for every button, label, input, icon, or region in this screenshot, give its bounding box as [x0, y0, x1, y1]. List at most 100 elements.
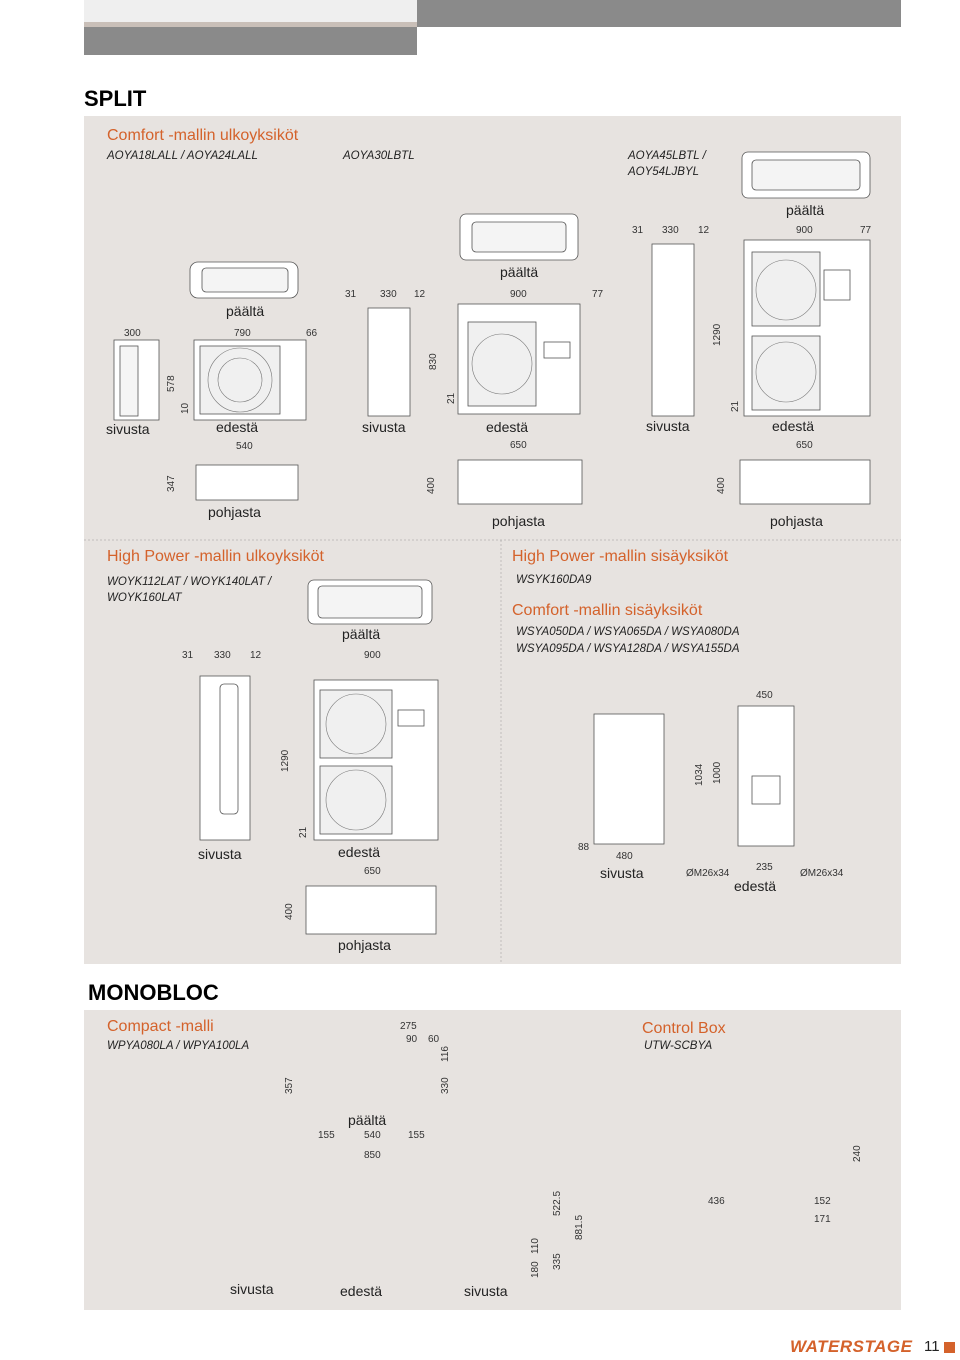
- hp-bottom-label: pohjasta: [338, 937, 391, 953]
- a-d790: 790: [234, 328, 251, 339]
- hp-d400: 400: [284, 903, 295, 920]
- hp-d330: 330: [214, 650, 231, 661]
- hp-d1290: 1290: [280, 749, 291, 772]
- b-d12: 12: [414, 289, 426, 300]
- b-d31: 31: [345, 289, 357, 300]
- model-b: AOYA30LBTL: [343, 150, 415, 162]
- a-bottom-label: pohjasta: [208, 504, 261, 520]
- m-top-label: päältä: [348, 1112, 387, 1128]
- m-d522: 522.5: [552, 1190, 563, 1216]
- m-d330: 330: [440, 1077, 451, 1094]
- page-marker: [944, 1342, 955, 1353]
- c-d31: 31: [632, 225, 644, 236]
- m-d357: 357: [284, 1077, 295, 1094]
- cb-d171: 171: [814, 1214, 831, 1225]
- compact-model: WPYA080LA / WPYA100LA: [107, 1040, 250, 1052]
- c-front-label: edestä: [772, 418, 815, 434]
- hp-d650: 650: [364, 866, 381, 877]
- section-title-split: SPLIT: [84, 86, 147, 111]
- m-d155b: 155: [408, 1130, 425, 1141]
- c-d900: 900: [796, 225, 813, 236]
- b-front-label: edestä: [486, 419, 529, 435]
- control-box-heading: Control Box: [642, 1020, 726, 1037]
- c-d77: 77: [860, 225, 872, 236]
- model-c1: AOYA45LBTL /: [628, 150, 706, 162]
- a-d10: 10: [180, 402, 191, 414]
- cb-d152: 152: [814, 1196, 831, 1207]
- m-d850: 850: [364, 1150, 381, 1161]
- m-front-label: edestä: [340, 1283, 383, 1299]
- a-d578: 578: [166, 375, 177, 392]
- b-d330: 330: [380, 289, 397, 300]
- hp-indoor-heading: High Power -mallin sisäyksiköt: [512, 548, 729, 565]
- hp-d21: 21: [298, 826, 309, 838]
- c-d21: 21: [730, 400, 741, 412]
- hp-front-label: edestä: [338, 844, 381, 860]
- a-d300: 300: [124, 328, 141, 339]
- b-d21: 21: [446, 392, 457, 404]
- in-front-label: edestä: [734, 878, 777, 894]
- page-number: 11: [924, 1338, 940, 1355]
- b-d900: 900: [510, 289, 527, 300]
- a-d66: 66: [306, 328, 318, 339]
- in-d1000: 1000: [712, 761, 723, 784]
- m-d180: 180: [530, 1261, 541, 1278]
- pipe-left: ØM26x34: [686, 868, 730, 879]
- comfort-indoor-model2: WSYA095DA / WSYA128DA / WSYA155DA: [516, 643, 740, 655]
- in-d235: 235: [756, 862, 773, 873]
- comfort-indoor-heading: Comfort -mallin sisäyksiköt: [512, 602, 703, 619]
- hp-top-label: päältä: [342, 626, 381, 642]
- m-d540: 540: [364, 1130, 381, 1141]
- model-c2: AOY54LJBYL: [628, 166, 699, 178]
- m-d881: 881.5: [574, 1214, 585, 1240]
- section-title-monobloc: MONOBLOC: [88, 980, 219, 1005]
- b-side-label: sivusta: [362, 419, 406, 435]
- in-d450: 450: [756, 690, 773, 701]
- hp-outdoor-heading: High Power -mallin ulkoyksiköt: [107, 548, 324, 565]
- cb-d240: 240: [852, 1145, 863, 1162]
- m-d60: 60: [428, 1034, 440, 1045]
- c-d330: 330: [662, 225, 679, 236]
- control-box-model: UTW-SCBYA: [644, 1040, 713, 1052]
- hp-side-label: sivusta: [198, 846, 242, 862]
- header-tab: [84, 0, 417, 55]
- hp-d12: 12: [250, 650, 262, 661]
- compact-heading: Compact -malli: [107, 1018, 214, 1035]
- c-d650: 650: [796, 440, 813, 451]
- m-d275: 275: [400, 1021, 417, 1032]
- b-d650: 650: [510, 440, 527, 451]
- c-d400: 400: [716, 477, 727, 494]
- b-d400: 400: [426, 477, 437, 494]
- c-d1290: 1290: [712, 323, 723, 346]
- b-bottom-label: pohjasta: [492, 513, 545, 529]
- in-d1034: 1034: [694, 763, 705, 786]
- b-d830: 830: [428, 353, 439, 370]
- m-d110: 110: [530, 1238, 541, 1254]
- header-bar: [417, 0, 901, 27]
- m-d90: 90: [406, 1034, 418, 1045]
- b-d77: 77: [592, 289, 604, 300]
- a-d540: 540: [236, 441, 253, 452]
- in-d480: 480: [616, 851, 633, 862]
- c-d12: 12: [698, 225, 710, 236]
- monobloc-panel: [84, 1010, 901, 1310]
- cb-d436: 436: [708, 1196, 725, 1207]
- hp-model1: WOYK112LAT / WOYK140LAT /: [107, 576, 272, 588]
- m-d335: 335: [552, 1253, 563, 1270]
- a-side-label: sivusta: [106, 421, 150, 437]
- pipe-right: ØM26x34: [800, 868, 844, 879]
- hp-model2: WOYK160LAT: [107, 592, 182, 604]
- m-d116: 116: [440, 1046, 451, 1062]
- comfort-outdoor-heading: Comfort -mallin ulkoyksiköt: [107, 127, 299, 144]
- hp-indoor-model: WSYK160DA9: [516, 574, 592, 586]
- in-d88: 88: [578, 842, 590, 853]
- a-front-label: edestä: [216, 419, 259, 435]
- m-d155a: 155: [318, 1130, 335, 1141]
- c-side-label: sivusta: [646, 418, 690, 434]
- c-top-label: päältä: [786, 202, 825, 218]
- a-top-label: päältä: [226, 303, 265, 319]
- in-side-label: sivusta: [600, 865, 644, 881]
- model-a: AOYA18LALL / AOYA24LALL: [107, 150, 258, 162]
- comfort-indoor-model1: WSYA050DA / WSYA065DA / WSYA080DA: [516, 626, 740, 638]
- a-d347: 347: [166, 475, 177, 492]
